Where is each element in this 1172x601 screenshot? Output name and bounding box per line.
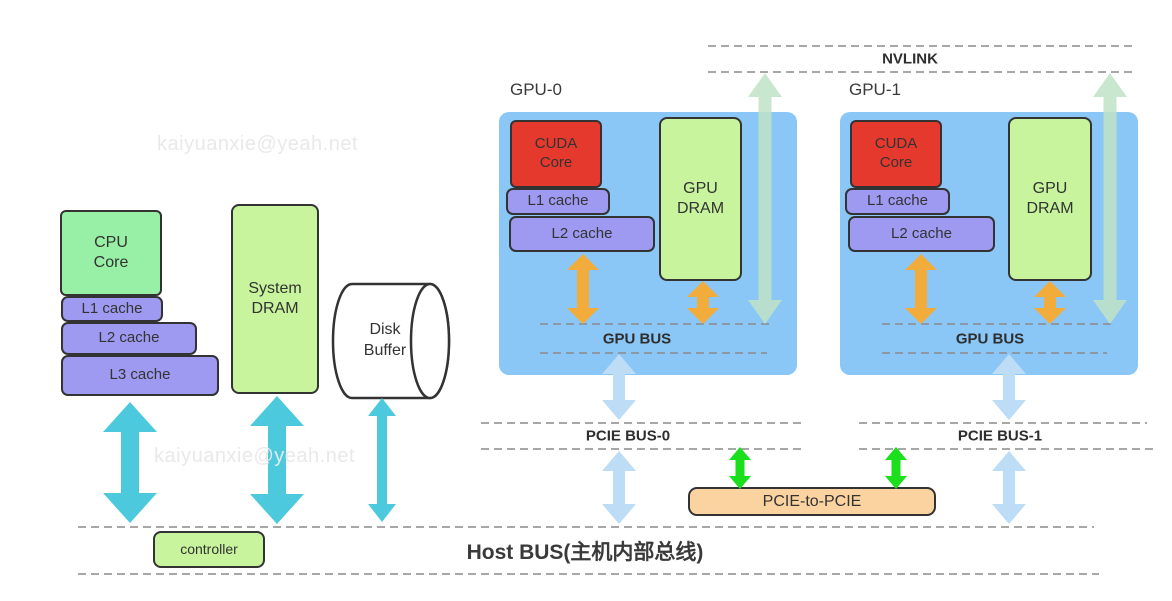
system-dram-box: System DRAM bbox=[231, 204, 319, 394]
host-bus-label: Host BUS(主机内部总线) bbox=[466, 541, 704, 564]
gpu1-l1-cache-box: L1 cache bbox=[845, 188, 950, 215]
gpu1-l2-cache-box: L2 cache bbox=[848, 216, 995, 252]
gpu0-dram-box: GPU DRAM bbox=[659, 117, 742, 281]
cpu-l3-cache-box: L3 cache bbox=[61, 355, 219, 396]
gpu1-title: GPU-1 bbox=[849, 80, 901, 99]
pcie-to-pcie-bridge-box: PCIE-to-PCIE bbox=[688, 487, 936, 516]
cpu-l1-cache-box: L1 cache bbox=[61, 296, 163, 322]
disk-buffer-label: Disk Buffer bbox=[363, 321, 407, 359]
pcie0-bridge-arrow bbox=[729, 447, 751, 489]
controller-box: controller bbox=[153, 531, 265, 568]
gpu0-l1-cache-box: L1 cache bbox=[506, 188, 610, 215]
pcie-bus1-label: PCIE BUS-1 bbox=[957, 427, 1043, 445]
gpu0-bus-label: GPU BUS bbox=[602, 330, 672, 348]
gpu0-title: GPU-0 bbox=[510, 80, 562, 99]
nvlink-label: NVLINK bbox=[882, 50, 938, 68]
cpu-hostbus-arrow bbox=[103, 402, 157, 523]
cpu-core-box: CPU Core bbox=[60, 210, 162, 296]
gpu0-l2-cache-box: L2 cache bbox=[509, 216, 655, 252]
pcie1-hostbus-arrow bbox=[992, 451, 1026, 524]
gpu1-bus-label: GPU BUS bbox=[955, 330, 1025, 348]
gpu0-cuda-core-box: CUDA Core bbox=[510, 120, 602, 188]
gpu1-cuda-core-box: CUDA Core bbox=[850, 120, 942, 188]
pcie1-bridge-arrow bbox=[885, 447, 907, 489]
pcie0-hostbus-arrow bbox=[602, 451, 636, 524]
disk-buffer-cylinder-rim bbox=[409, 282, 451, 400]
watermark-text-bottom: kaiyuanxie@yeah.net bbox=[154, 445, 356, 467]
diskbuffer-hostbus-arrow bbox=[368, 398, 396, 522]
gpu1-dram-box: GPU DRAM bbox=[1008, 117, 1092, 281]
watermark-text-top: kaiyuanxie@yeah.net bbox=[157, 133, 359, 155]
cpu-l2-cache-box: L2 cache bbox=[61, 322, 197, 355]
pcie-bus0-label: PCIE BUS-0 bbox=[585, 427, 671, 445]
